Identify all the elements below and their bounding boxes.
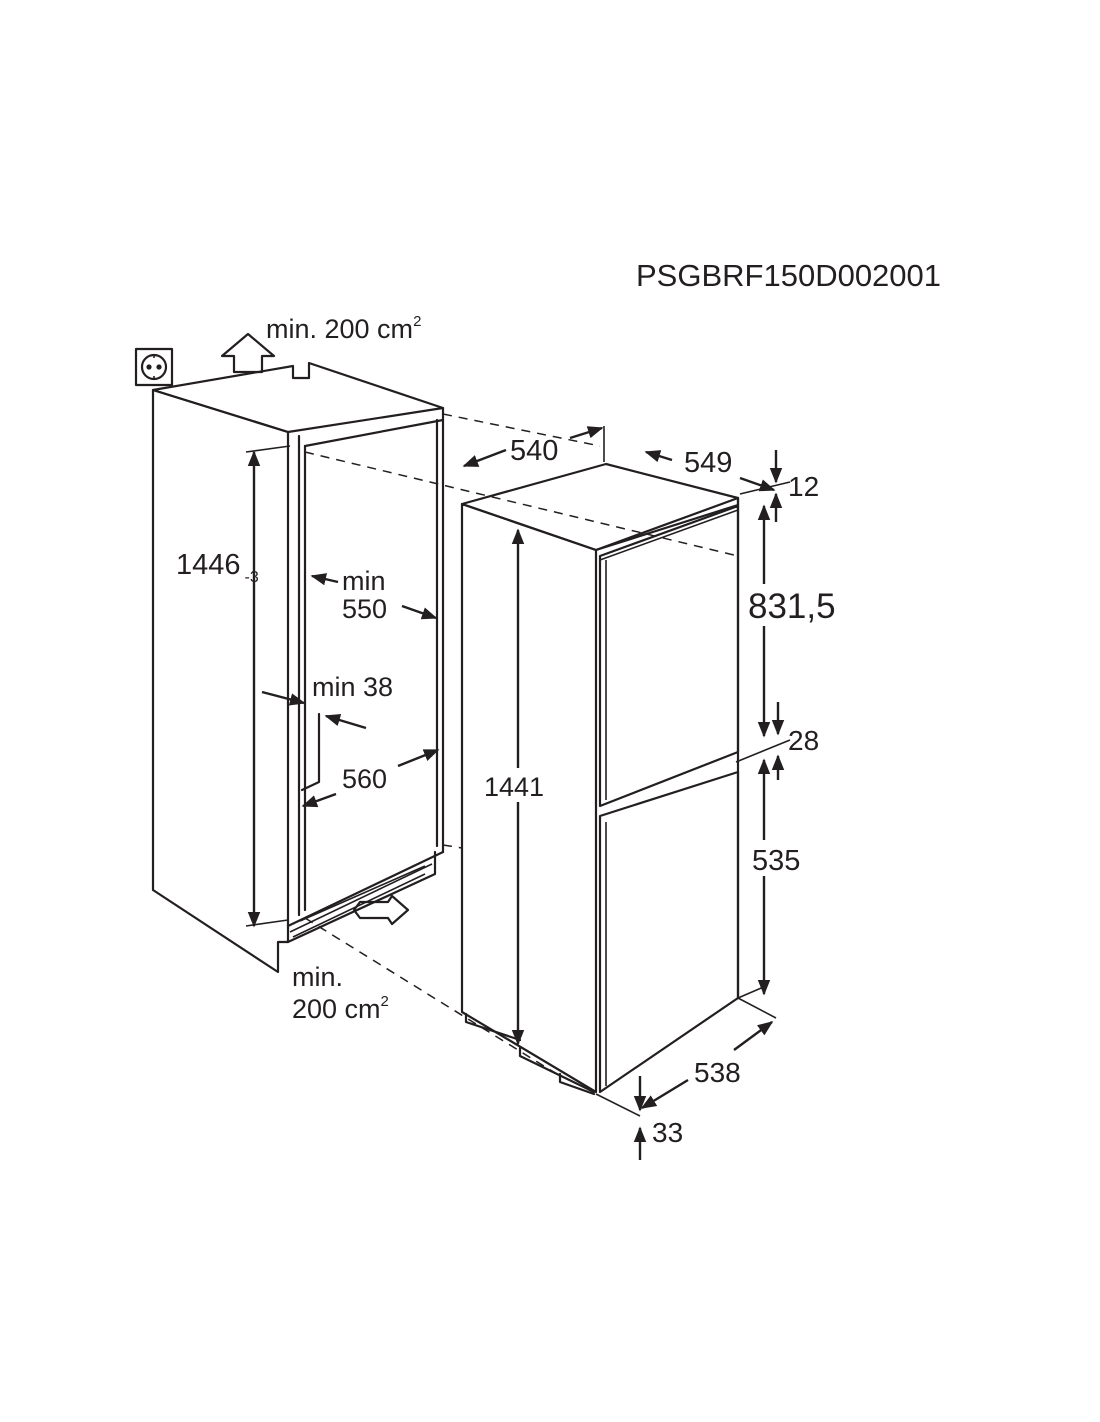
ventilation-bottom-line2: 200 cm2 [292,993,389,1024]
projection-lines [304,413,739,1077]
appliance-width-arrow-left [462,448,507,468]
door-width-label: 538 [694,1057,741,1088]
reference-code: PSGBRF150D002001 [636,258,941,293]
top-gap-extension [739,481,791,495]
power-socket-icon [134,347,174,387]
appliance-depth-label: 549 [684,447,732,479]
upper-door-height-label-bg [748,584,844,626]
appliance-width-arrow-right [569,426,604,440]
depth-min-label: min [342,566,386,596]
side-gap-arrow-right [324,714,367,730]
bottom-gap-label: 33 [652,1117,683,1148]
lower-door-extension [737,985,767,999]
appliance-depth-arrow-left [644,450,673,463]
appliance-height-label-bg [484,768,554,802]
depth-min-arrow-right [401,604,438,620]
appliance-depth-arrow-right [739,476,776,492]
appliance-height-label: 1441 [484,772,544,802]
ventilation-arrow-icon [220,332,276,374]
top-gap-label: 12 [788,471,819,502]
upper-door-height-label: 831,5 [748,587,836,626]
door-gap-label: 28 [788,725,819,756]
side-gap-arrow-left [261,690,306,706]
ventilation-top-label: min. 200 cm2 [266,313,421,344]
door-width-extension-right [737,997,777,1019]
lower-door-height-label: 535 [752,845,800,877]
ventilation-bottom-line1: min. [292,962,343,992]
niche-width-arrow-right [397,748,440,768]
door-width-arrow-right [733,1021,774,1051]
niche-width-label: 560 [342,764,387,794]
depth-min-value: 550 [342,594,387,624]
door-width-extension-left [595,1093,641,1117]
niche-cabinet [151,361,445,974]
appliance-width-label: 540 [510,435,558,467]
side-gap-label: min 38 [312,672,393,702]
niche-height-dimension [245,445,291,928]
door-width-arrow-left [640,1078,689,1110]
lower-door-height-label-bg [750,840,814,876]
depth-min-arrow-left [310,573,339,586]
niche-height-label: 1446-3 [176,549,259,586]
niche-width-arrow-left [301,792,337,808]
